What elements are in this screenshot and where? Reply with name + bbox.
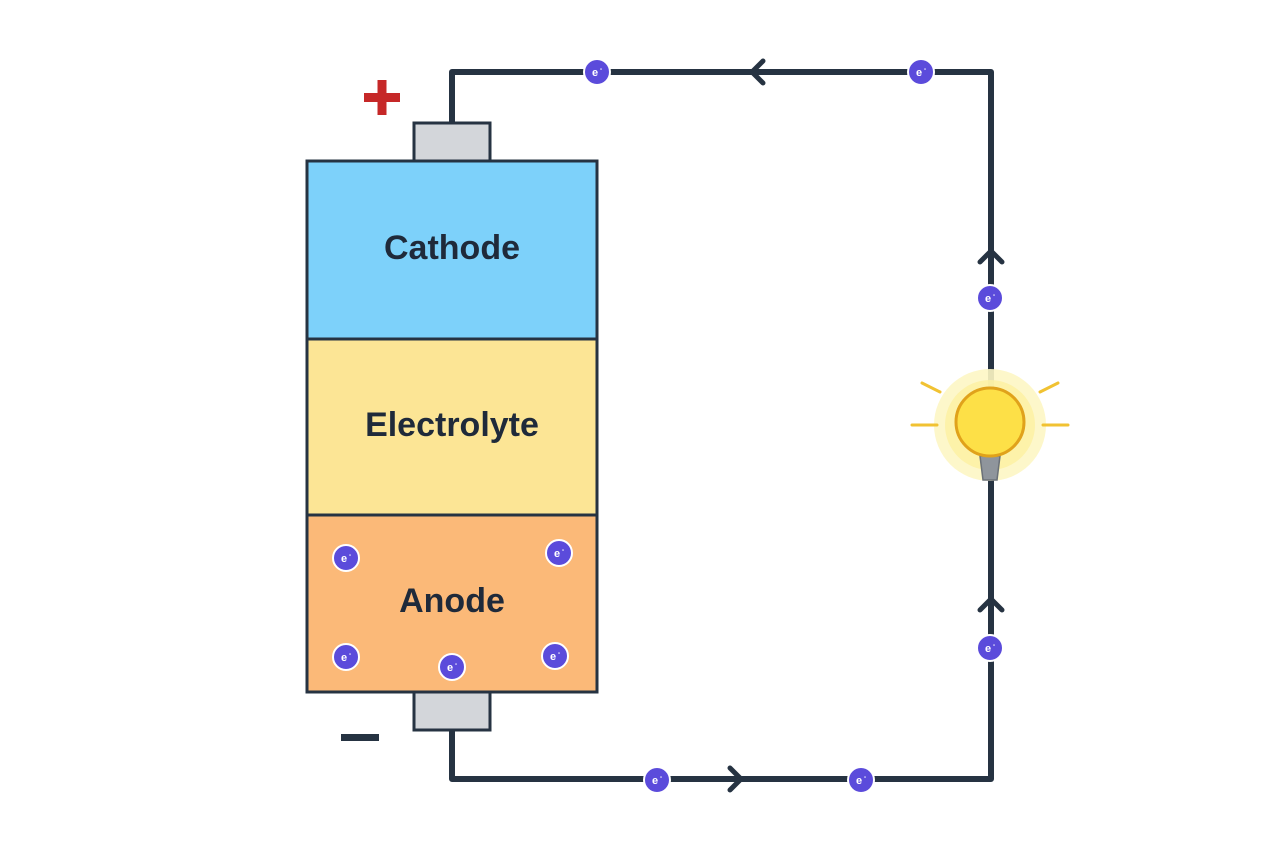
arrow-up-icon [977,596,1005,613]
svg-text:e: e [592,67,598,79]
negative-terminal [412,690,492,732]
electron-icon: e- [332,544,360,572]
positive-terminal [412,121,492,163]
electron-icon: e- [332,643,360,671]
cathode-layer [305,159,599,341]
svg-text:e: e [341,553,347,565]
svg-text:-: - [558,650,561,657]
electron-icon: e- [438,653,466,681]
svg-text:-: - [924,66,927,73]
svg-text:e: e [985,643,991,655]
svg-text:-: - [864,774,867,781]
svg-text:e: e [985,293,991,305]
arrow-right-icon [727,765,744,793]
svg-text:e: e [554,548,560,560]
electron-icon: e- [545,539,573,567]
svg-text:-: - [349,651,352,658]
electron-icon: e- [541,642,569,670]
svg-text:e: e [550,651,556,663]
svg-text:-: - [993,292,996,299]
electrolyte-layer [305,337,599,517]
positive-sign [364,80,400,115]
electrolyte-label: Electrolyte [365,406,539,444]
svg-text:e: e [652,775,658,787]
svg-text:e: e [341,652,347,664]
svg-text:-: - [660,774,663,781]
electron-icon: e- [643,766,671,794]
svg-text:e: e [916,67,922,79]
svg-text:-: - [349,552,352,559]
svg-text:e: e [856,775,862,787]
svg-text:-: - [600,66,603,73]
electron-icon: e- [976,634,1004,662]
electrons-group: e-e-e-e-e-e-e-e-e-e-e- [332,58,1004,794]
svg-text:-: - [993,642,996,649]
svg-text:-: - [562,547,565,554]
svg-text:e: e [447,662,453,674]
arrow-left-icon [749,58,766,86]
anode-label: Anode [399,582,505,620]
electron-icon: e- [583,58,611,86]
electron-icon: e- [976,284,1004,312]
negative-sign [341,734,379,741]
electron-icon: e- [907,58,935,86]
electron-icon: e- [847,766,875,794]
svg-text:-: - [455,661,458,668]
arrow-up-icon [977,248,1005,265]
light-bulb-icon [910,369,1070,481]
cathode-label: Cathode [384,229,520,267]
